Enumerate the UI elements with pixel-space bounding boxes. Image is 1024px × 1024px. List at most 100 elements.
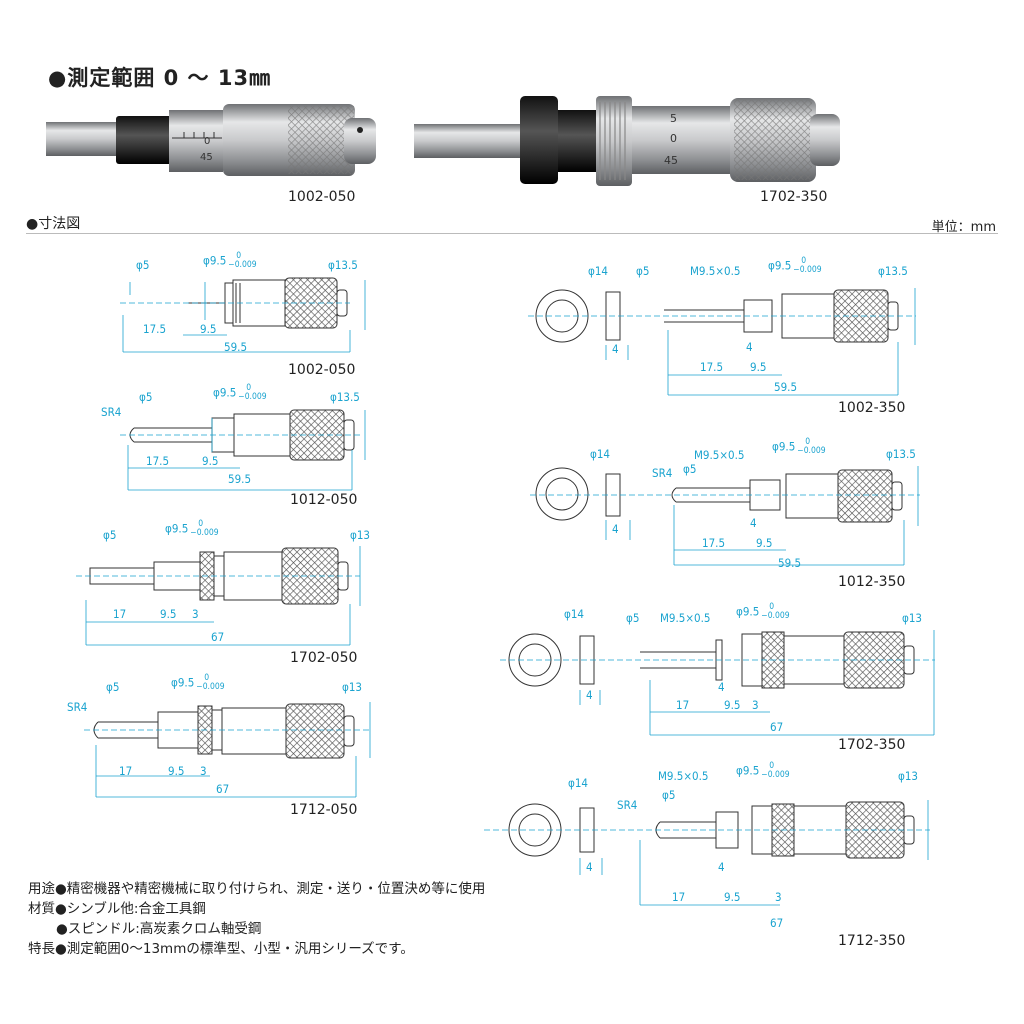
dim-1712-350-9-5: 9.5: [724, 890, 741, 904]
dim-1702-350-phi14: φ14: [564, 607, 584, 621]
dims-1012-050: [127, 410, 366, 491]
note-material-2: ●スピンドル:高炭素クロム軸受鋼: [56, 921, 262, 937]
dim-1002-050-17-5: 17.5: [143, 322, 167, 336]
photo-scale-45: 45: [200, 152, 213, 163]
dim-1712-350-m95: M9.5×0.5: [658, 769, 709, 783]
dim-1012-350-4a: 4: [612, 522, 619, 536]
dims-1002-350: [605, 288, 916, 396]
dim-1002-350-4a: 4: [612, 342, 619, 356]
dim-1012-350-phi135: φ13.5: [886, 447, 916, 461]
drawing-1012-050: [120, 409, 360, 461]
drawing-1702-050: [76, 547, 360, 605]
dim-1702-050-phi13: φ13: [350, 528, 370, 542]
dim-1712-050-9-5: 9.5: [168, 764, 185, 778]
dim-1012-350-4b: 4: [750, 516, 757, 530]
dim-1012-350-phi14: φ14: [590, 447, 610, 461]
dim-1702-350-4b: 4: [718, 680, 725, 694]
dims-1702-350: [579, 630, 935, 736]
dim-1702-350-9-5: 9.5: [724, 698, 741, 712]
dim-1002-050-phi135: φ13.5: [328, 258, 358, 272]
model-label-1712-050: 1712-050: [290, 802, 358, 818]
dim-1702-350-4a: 4: [586, 688, 593, 702]
model-label-1002-050: 1002-050: [288, 362, 356, 378]
dim-1012-050-9-5: 9.5: [202, 454, 219, 468]
dim-1002-050-9-5: 9.5: [200, 322, 217, 336]
dim-1702-050-3: 3: [192, 607, 199, 621]
dim-1712-350-sr4: SR4: [617, 798, 638, 812]
dim-1012-050-sr4: SR4: [101, 405, 122, 419]
dim-1002-050-phi5: φ5: [136, 258, 150, 272]
dim-1712-350-67: 67: [770, 916, 784, 930]
dim-1012-350-9-5: 9.5: [756, 536, 773, 550]
photo-caption-1002-050: 1002-050: [288, 189, 356, 205]
dim-1012-050-phi5: φ5: [139, 390, 153, 404]
page-title: ●測定範囲 0 〜 13㎜: [48, 66, 272, 90]
dims-1002-050: [122, 280, 366, 353]
photo2-scale-5: 5: [670, 112, 677, 125]
model-label-1012-050: 1012-050: [290, 492, 358, 508]
dims-1012-350: [605, 466, 919, 566]
model-label-1712-350: 1712-350: [838, 933, 906, 949]
dim-1002-350-9-5: 9.5: [750, 360, 767, 374]
drawing-1712-350: [484, 801, 930, 859]
photo2-scale-0: 0: [670, 132, 677, 145]
section-divider: [26, 233, 998, 234]
unit-label: 単位：mm: [931, 220, 996, 235]
dim-1002-050-59-5: 59.5: [224, 340, 248, 354]
dim-1002-350-phi135: φ13.5: [878, 264, 908, 278]
photo-caption-1702-350: 1702-350: [760, 189, 828, 205]
note-use: 用途●精密機器や精密機械に取り付けられ、測定・送り・位置決め等に使用: [28, 881, 486, 897]
dim-1012-350-17-5: 17.5: [702, 536, 726, 550]
dim-1702-050-67: 67: [211, 630, 225, 644]
note-feature: 特長●測定範囲0〜13mmの標準型、小型・汎用シリーズです。: [28, 941, 414, 957]
dim-1012-350-m95: M9.5×0.5: [694, 448, 745, 462]
dim-1702-350-17: 17: [676, 698, 690, 712]
dim-1002-350-phi14: φ14: [588, 264, 608, 278]
dim-1712-050-sr4: SR4: [67, 700, 88, 714]
note-material-1: 材質●シンブル他:合金工具鋼: [28, 901, 206, 917]
dim-1012-350-sr4: SR4: [652, 466, 673, 480]
dim-1002-350-phi5: φ5: [636, 264, 650, 278]
section-label-dimensions: ●寸法図: [26, 216, 81, 232]
dim-1712-350-phi14: φ14: [568, 776, 588, 790]
dim-1702-350-phi13: φ13: [902, 611, 922, 625]
dim-1712-350-17: 17: [672, 890, 686, 904]
dim-1012-350-59-5: 59.5: [778, 556, 802, 570]
dim-1702-050-phi5: φ5: [103, 528, 117, 542]
drawing-1002-350: [528, 289, 916, 343]
dim-1002-350-59-5: 59.5: [774, 380, 798, 394]
dims-1702-050: [85, 546, 361, 646]
dim-1712-350-phi13: φ13: [898, 769, 918, 783]
dim-1702-050-17: 17: [113, 607, 127, 621]
model-label-1702-350: 1702-350: [838, 737, 906, 753]
drawing-1012-350: [530, 467, 920, 523]
dims-1712-050: [95, 702, 371, 798]
dim-1012-050-59-5: 59.5: [228, 472, 252, 486]
photo-scale-0: 0: [204, 136, 210, 147]
model-label-1002-350: 1002-350: [838, 400, 906, 416]
dim-1712-050-phi5: φ5: [106, 680, 120, 694]
dims-1712-350: [579, 800, 929, 906]
micrometer-photo-1702-350: 5 0 45: [414, 96, 840, 186]
dim-1712-050-3: 3: [200, 764, 207, 778]
dim-1712-350-4b: 4: [718, 860, 725, 874]
dim-1712-350-phi5: φ5: [662, 788, 676, 802]
dim-1702-350-phi5: φ5: [626, 611, 640, 625]
dim-1002-350-4b: 4: [746, 340, 753, 354]
dim-1702-350-67: 67: [770, 720, 784, 734]
photo2-scale-45: 45: [664, 154, 678, 167]
dim-1712-050-phi13: φ13: [342, 680, 362, 694]
dim-1702-050-9-5: 9.5: [160, 607, 177, 621]
micrometer-photo-1002-050: 0 45: [46, 104, 376, 176]
drawing-1002-050: [120, 277, 350, 329]
dim-1712-350-3: 3: [775, 890, 782, 904]
dim-1702-350-m95: M9.5×0.5: [660, 611, 711, 625]
dim-1712-050-17: 17: [119, 764, 133, 778]
